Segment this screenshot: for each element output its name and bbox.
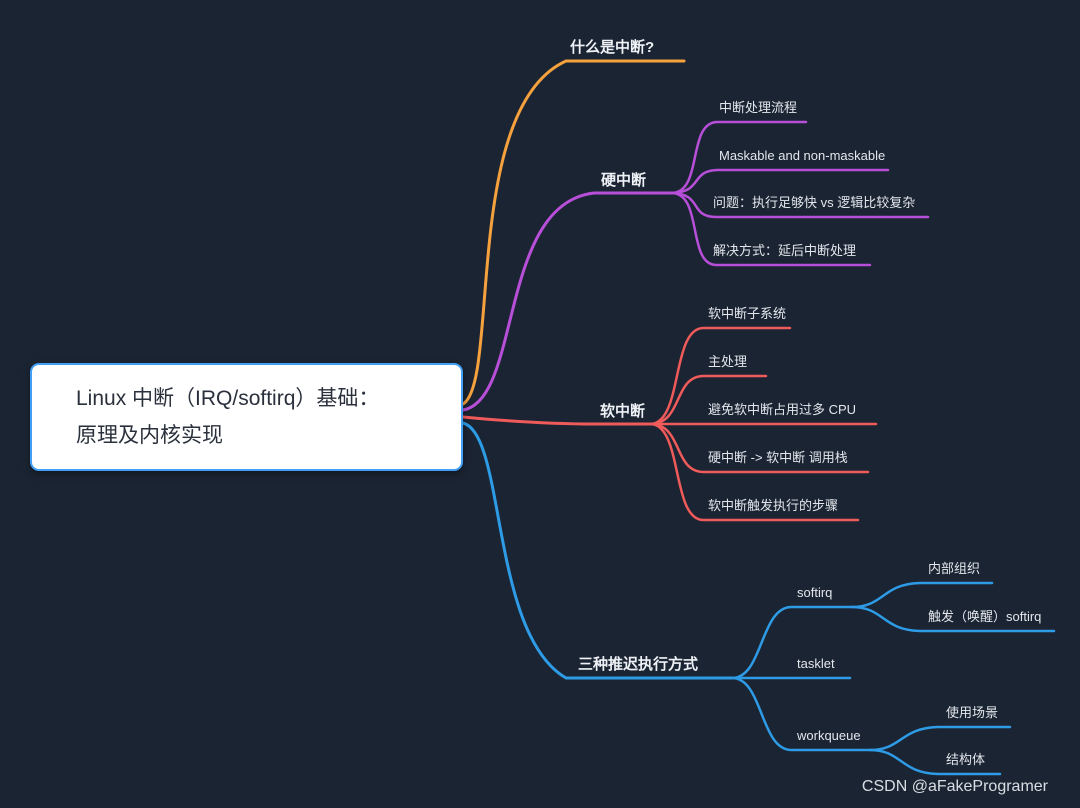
connector-workqueue-usecases <box>868 725 1012 752</box>
node-main-handler[interactable]: 主处理 <box>708 354 748 369</box>
connector-hard-irq-solution <box>670 191 872 267</box>
node-hard-irq[interactable]: 硬中断 <box>601 172 647 189</box>
node-hard-to-soft-callstack[interactable]: 硬中断 -> 软中断 调用栈 <box>708 450 848 465</box>
node-what-is-interrupt[interactable]: 什么是中断? <box>570 39 655 56</box>
connector-workqueue-struct <box>868 748 1002 776</box>
connector-soft-irq-subsystem <box>648 326 792 426</box>
connector-soft-irq-main-handler <box>648 374 768 426</box>
connector-root-to-hard-irq <box>461 191 674 412</box>
connector-deferred-softirq <box>730 605 854 680</box>
node-irq-handling-flow[interactable]: 中断处理流程 <box>719 100 798 115</box>
node-deferred-ways[interactable]: 三种推迟执行方式 <box>578 656 699 673</box>
node-avoid-cpu-hogging[interactable]: 避免软中断占用过多 CPU <box>708 402 857 417</box>
root-node[interactable]: Linux 中断（IRQ/softirq）基础： 原理及内核实现 <box>30 363 463 471</box>
connector-deferred-workqueue <box>730 676 872 752</box>
connector-soft-irq-trigger-steps <box>648 422 860 522</box>
connector-hard-irq-maskable <box>670 168 890 195</box>
node-softirq-trigger-steps[interactable]: 软中断触发执行的步骤 <box>708 498 839 513</box>
connector-softirq-wakeup <box>850 605 1056 633</box>
node-softirq[interactable]: softirq <box>797 585 833 600</box>
node-internal-organization[interactable]: 内部组织 <box>928 561 981 576</box>
connector-root-to-soft-irq <box>461 415 652 426</box>
node-struct[interactable]: 结构体 <box>946 752 986 767</box>
connector-hard-irq-flow <box>670 120 808 195</box>
root-node-title-line1: Linux 中断（IRQ/softirq）基础： <box>76 387 380 410</box>
node-trigger-wakeup-softirq[interactable]: 触发（唤醒）softirq <box>928 609 1042 624</box>
connector-root-to-deferred-ways <box>461 421 734 680</box>
node-solution-deferred-handling[interactable]: 解决方式：延后中断处理 <box>713 243 857 258</box>
node-tasklet[interactable]: tasklet <box>797 656 835 671</box>
root-node-title-line2: 原理及内核实现 <box>76 424 223 447</box>
node-workqueue[interactable]: workqueue <box>797 728 861 743</box>
node-soft-irq[interactable]: 软中断 <box>600 403 646 420</box>
node-maskable-nonmaskable[interactable]: Maskable and non-maskable <box>719 148 886 163</box>
connector-soft-irq-callstack <box>648 422 870 474</box>
watermark: CSDN @aFakeProgramer <box>861 778 1048 795</box>
connector-softirq-internal-org <box>850 581 994 609</box>
node-softirq-subsystem[interactable]: 软中断子系统 <box>708 306 787 321</box>
connector-root-to-what-is-interrupt <box>461 59 686 406</box>
connector-hard-irq-problem <box>670 191 930 219</box>
node-use-cases[interactable]: 使用场景 <box>946 705 999 720</box>
node-problem-fast-vs-complex[interactable]: 问题：执行足够快 vs 逻辑比较复杂 <box>713 195 916 210</box>
